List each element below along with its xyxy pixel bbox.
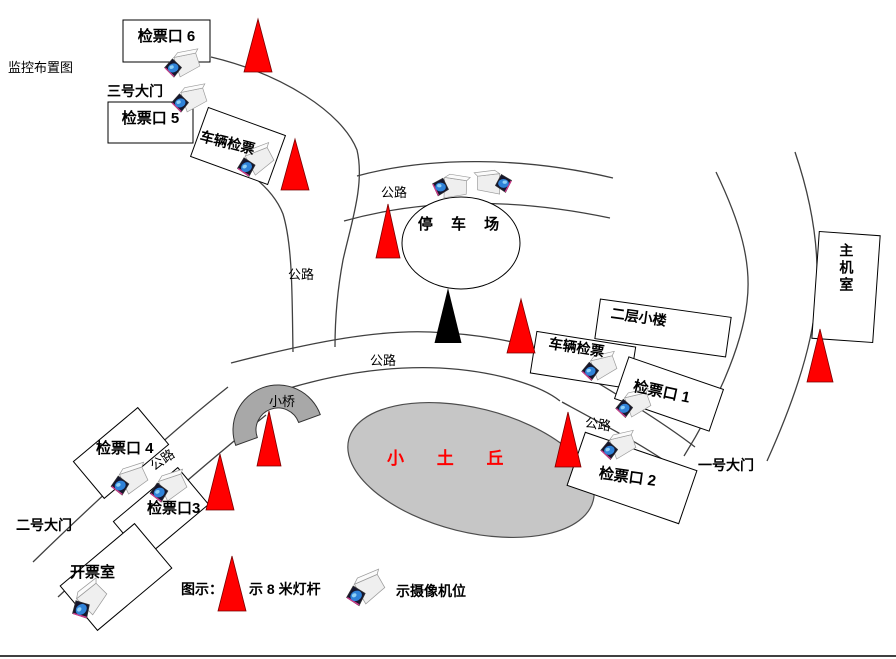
road-label-center: 公路 xyxy=(370,353,397,368)
gate-3-label: 三号大门 xyxy=(107,83,163,99)
server-room-label: 主机室 xyxy=(838,243,855,294)
parking-lot-label: 停 车 场 xyxy=(417,216,507,233)
checkpoint-4-label: 检票口 4 xyxy=(96,440,154,457)
bridge-label: 小桥 xyxy=(269,394,296,409)
page-title: 监控布置图 xyxy=(8,60,74,75)
road-edge-topleft-outer xyxy=(210,56,361,348)
road-edge-east-right xyxy=(766,151,818,462)
ticket-office-label: 开票室 xyxy=(70,564,116,581)
gate-1-label: 一号大门 xyxy=(698,457,754,473)
camera-marker xyxy=(431,172,471,200)
two-story-building-box xyxy=(594,298,732,358)
light-pole-marker xyxy=(806,328,834,383)
light-pole-marker xyxy=(205,453,235,511)
legend-prefix: 图示： xyxy=(181,581,223,597)
light-pole-marker xyxy=(243,17,273,73)
legend-pole-label: 示 8 米灯杆 xyxy=(249,581,321,597)
road-edge-upperright-top xyxy=(356,160,614,179)
bridge-arch xyxy=(232,384,321,447)
road-edge-main-bottom xyxy=(249,367,561,402)
checkpoint-3-label: 检票口3 xyxy=(147,500,201,517)
light-pole-marker xyxy=(554,411,582,468)
road-label-vertical: 公路 xyxy=(288,267,315,282)
legend-light-pole-marker xyxy=(217,555,247,612)
legend-camera-marker xyxy=(340,565,392,612)
server-room-box xyxy=(811,230,881,344)
checkpoint-1-box xyxy=(613,356,725,432)
mound-label: 小 土 丘 xyxy=(387,449,518,468)
road-edge-topleft-inner xyxy=(195,145,294,353)
light-pole-marker xyxy=(506,297,536,354)
light-pole-marker xyxy=(375,203,401,259)
road-label-top: 公路 xyxy=(381,185,408,200)
legend-camera-label: 示摄像机位 xyxy=(396,583,466,599)
checkpoint-5-label: 检票口 5 xyxy=(121,110,180,127)
checkpoint-6-label: 检票口 6 xyxy=(137,28,196,45)
light-pole-marker xyxy=(280,137,310,191)
mound-shape xyxy=(347,401,595,539)
black-pole-marker xyxy=(434,288,462,343)
parking-lot-shape xyxy=(401,196,521,290)
light-pole-marker xyxy=(256,410,282,467)
gate-2-label: 二号大门 xyxy=(16,517,72,533)
camera-marker xyxy=(473,169,513,195)
